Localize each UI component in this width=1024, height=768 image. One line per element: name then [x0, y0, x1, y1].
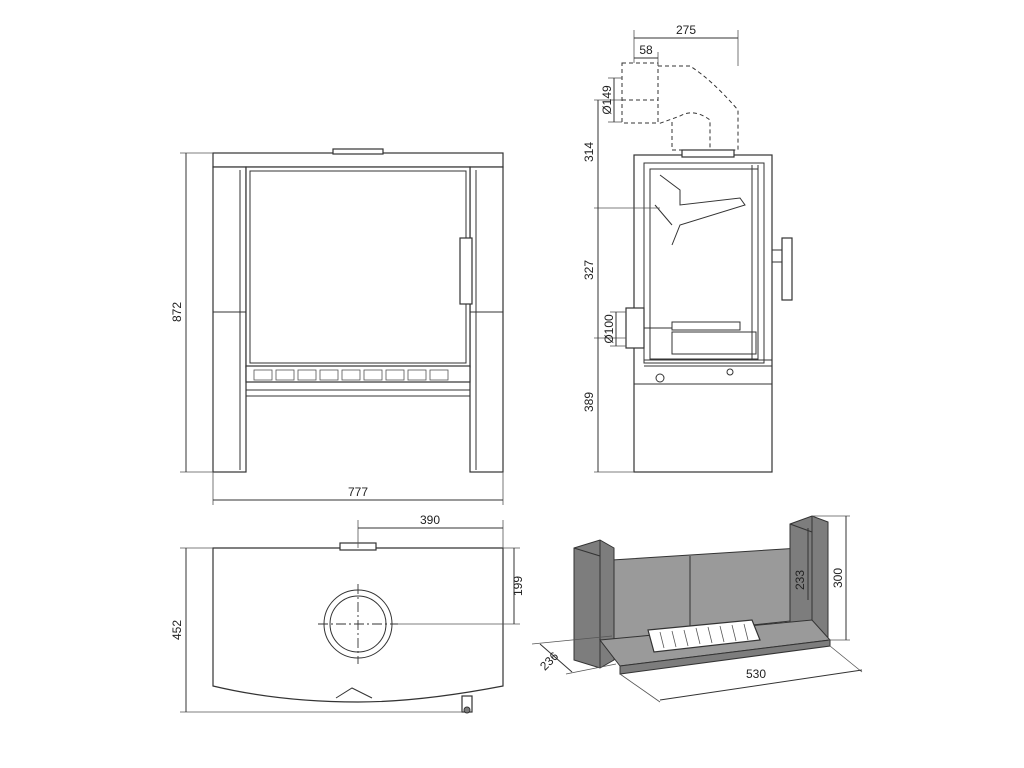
- front-height-label: 872: [170, 302, 184, 322]
- front-view: 872 777: [170, 148, 504, 505]
- side-base-height-label: 389: [582, 392, 596, 412]
- side-top-width-dimension: 275: [633, 23, 739, 66]
- firebox-inner-height-dimension: 233: [793, 528, 809, 600]
- side-flue: [621, 62, 739, 151]
- top-offset-dimension: 390: [358, 513, 503, 529]
- side-flue-diameter-label: Ø149: [600, 85, 614, 115]
- front-grate-slots: [253, 369, 449, 381]
- side-top-width-label: 275: [676, 23, 696, 37]
- side-middle-height-label: 327: [582, 260, 596, 280]
- side-view: 275 58 Ø149 314 327 Ø100: [582, 23, 793, 473]
- top-offset-label: 390: [420, 513, 440, 527]
- top-depth-dimension: 452: [170, 548, 187, 712]
- firebox-inner-height-label: 233: [793, 570, 807, 590]
- firebox-width-label: 530: [746, 667, 766, 681]
- front-width-label: 777: [348, 485, 368, 499]
- side-offset-dimension: 58: [634, 43, 659, 66]
- front-height-dimension: 872: [170, 152, 213, 473]
- firebox-width-dimension: 530: [619, 645, 863, 703]
- side-flue-diameter-dimension: Ø149: [600, 77, 622, 123]
- side-middle-height-dimension: 327: [582, 208, 599, 338]
- side-inlet-diameter-dimension: Ø100: [602, 311, 626, 347]
- top-depth-offset-dimension: 199: [511, 548, 525, 624]
- firebox-grate-bars: [659, 623, 749, 649]
- side-offset-label: 58: [639, 43, 653, 57]
- top-view: 390 199 452: [170, 513, 525, 714]
- firebox-outer-height-dimension: 300: [812, 515, 850, 641]
- side-flue-height-label: 314: [582, 142, 596, 162]
- firebox-view: 233 300 236 530: [531, 515, 863, 703]
- firebox-depth-label: 236: [537, 649, 561, 673]
- side-inlet-diameter-label: Ø100: [602, 314, 616, 344]
- side-base-height-dimension: 389: [582, 338, 599, 472]
- firebox-outer-height-label: 300: [831, 568, 845, 588]
- top-depth-label: 452: [170, 620, 184, 640]
- top-depth-offset-label: 199: [511, 576, 525, 596]
- side-flue-height-dimension: 314: [582, 100, 599, 208]
- front-width-dimension: 777: [212, 472, 504, 505]
